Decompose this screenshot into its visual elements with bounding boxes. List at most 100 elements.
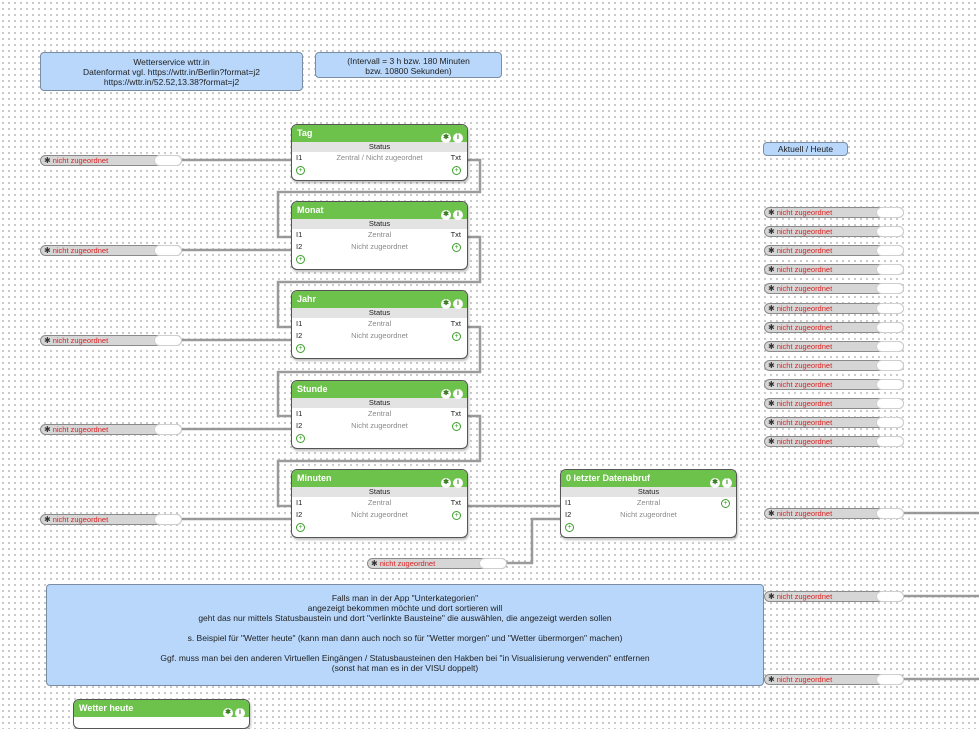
unassigned-input-pill[interactable]: ✱nicht zugeordnet — [367, 558, 507, 569]
gear-icon[interactable]: ✱ — [441, 133, 451, 143]
unassigned-input-pill[interactable]: ✱nicht zugeordnet — [40, 245, 182, 256]
status-row: Status — [292, 308, 467, 318]
plus-circle-icon[interactable]: + — [296, 344, 305, 353]
unassigned-output-pill[interactable]: ✱nicht zugeordnet — [764, 226, 904, 237]
gear-icon[interactable]: ✱ — [441, 210, 451, 220]
pill-toggle[interactable] — [876, 226, 904, 237]
input-row-i1[interactable]: I1 Zentral Txt — [292, 318, 467, 330]
block-letzter-datenabruf[interactable]: 0 letzter Datenabruf ✱i Status I1 Zentra… — [560, 469, 737, 538]
unassigned-output-pill[interactable]: ✱nicht zugeordnet — [764, 398, 904, 409]
plus-circle-icon[interactable]: + — [296, 166, 305, 175]
unassigned-input-pill[interactable]: ✱nicht zugeordnet — [40, 335, 182, 346]
plus-circle-icon[interactable]: + — [452, 243, 461, 252]
input-row-i2[interactable]: I2 Nicht zugeordnet + — [292, 509, 467, 521]
pill-toggle[interactable] — [876, 379, 904, 390]
unassigned-output-pill[interactable]: ✱nicht zugeordnet — [764, 283, 904, 294]
plus-circle-icon[interactable]: + — [452, 332, 461, 341]
input-row-i1[interactable]: I1 Zentral Txt — [292, 229, 467, 241]
gear-icon[interactable]: ✱ — [441, 389, 451, 399]
block-wetter-heute[interactable]: Wetter heute ✱i — [73, 699, 250, 729]
pill-toggle[interactable] — [876, 207, 904, 218]
input-row-i1[interactable]: I1 Zentral Txt — [292, 497, 467, 509]
input-row-i1[interactable]: I1 Zentral / Nicht zugeordnet Txt — [292, 152, 467, 164]
pill-toggle[interactable] — [876, 436, 904, 447]
info-icon[interactable]: i — [722, 478, 732, 488]
pill-toggle[interactable] — [876, 245, 904, 256]
unassigned-output-pill[interactable]: ✱nicht zugeordnet — [764, 264, 904, 275]
info-icon[interactable]: i — [453, 478, 463, 488]
block-tag[interactable]: Tag ✱i Status I1 Zentral / Nicht zugeord… — [291, 124, 468, 181]
input-row-i2[interactable]: I2 Nicht zugeordnet + — [292, 241, 467, 253]
info-icon[interactable]: i — [453, 133, 463, 143]
unassigned-output-pill[interactable]: ✱nicht zugeordnet — [764, 341, 904, 352]
pill-toggle[interactable] — [876, 674, 904, 685]
unassigned-output-pill[interactable]: ✱nicht zugeordnet — [764, 303, 904, 314]
unassigned-output-pill[interactable]: ✱nicht zugeordnet — [764, 508, 904, 519]
plus-circle-icon[interactable]: + — [452, 511, 461, 520]
block-header[interactable]: Jahr ✱i — [292, 291, 467, 309]
pill-toggle[interactable] — [876, 508, 904, 519]
unassigned-text: nicht zugeordnet — [776, 380, 833, 389]
pill-toggle[interactable] — [154, 514, 182, 525]
input-row-i1[interactable]: I1 Zentral + — [561, 497, 736, 509]
plus-circle-icon[interactable]: + — [721, 499, 730, 508]
block-jahr[interactable]: Jahr ✱i Status I1 Zentral Txt I2 Nicht z… — [291, 290, 468, 359]
block-stunde[interactable]: Stunde ✱i Status I1 Zentral Txt I2 Nicht… — [291, 380, 468, 449]
block-header[interactable]: Stunde ✱i — [292, 381, 467, 399]
pill-toggle[interactable] — [876, 283, 904, 294]
info-icon[interactable]: i — [235, 708, 245, 718]
pill-toggle[interactable] — [876, 417, 904, 428]
pill-toggle[interactable] — [154, 335, 182, 346]
unassigned-output-pill[interactable]: ✱nicht zugeordnet — [764, 674, 904, 685]
info-icon[interactable]: i — [453, 389, 463, 399]
block-header[interactable]: Monat ✱i — [292, 202, 467, 220]
pill-toggle[interactable] — [876, 360, 904, 371]
pill-toggle[interactable] — [876, 341, 904, 352]
note-line: geht das nur mittels Statusbaustein und … — [198, 613, 612, 623]
plus-circle-icon[interactable]: + — [452, 166, 461, 175]
gear-icon[interactable]: ✱ — [710, 478, 720, 488]
input-row-i2[interactable]: I2 Nicht zugeordnet — [561, 509, 736, 521]
pill-toggle[interactable] — [876, 591, 904, 602]
unassigned-output-pill[interactable]: ✱nicht zugeordnet — [764, 360, 904, 371]
info-icon[interactable]: i — [453, 299, 463, 309]
info-icon[interactable]: i — [453, 210, 463, 220]
plus-circle-icon[interactable]: + — [565, 523, 574, 532]
pill-toggle[interactable] — [876, 303, 904, 314]
gear-icon[interactable]: ✱ — [223, 708, 233, 718]
pin-label: I1 — [296, 409, 303, 418]
pill-toggle[interactable] — [154, 424, 182, 435]
unassigned-output-pill[interactable]: ✱nicht zugeordnet — [764, 245, 904, 256]
pill-toggle[interactable] — [154, 245, 182, 256]
block-header[interactable]: 0 letzter Datenabruf ✱i — [561, 470, 736, 488]
plus-circle-icon[interactable]: + — [296, 255, 305, 264]
pill-toggle[interactable] — [876, 398, 904, 409]
unassigned-output-pill[interactable]: ✱nicht zugeordnet — [764, 417, 904, 428]
unassigned-output-pill[interactable]: ✱nicht zugeordnet — [764, 436, 904, 447]
gear-icon[interactable]: ✱ — [441, 299, 451, 309]
block-header[interactable]: Tag ✱i — [292, 125, 467, 143]
pill-toggle[interactable] — [479, 558, 507, 569]
plus-circle-icon[interactable]: + — [296, 523, 305, 532]
plus-circle-icon[interactable]: + — [296, 434, 305, 443]
input-row-i2[interactable]: I2 Nicht zugeordnet + — [292, 330, 467, 342]
unassigned-input-pill[interactable]: ✱nicht zugeordnet — [40, 514, 182, 525]
pill-toggle[interactable] — [876, 264, 904, 275]
unassigned-output-pill[interactable]: ✱nicht zugeordnet — [764, 591, 904, 602]
unassigned-input-pill[interactable]: ✱nicht zugeordnet — [40, 424, 182, 435]
unassigned-output-pill[interactable]: ✱nicht zugeordnet — [764, 379, 904, 390]
block-minuten[interactable]: Minuten ✱i Status I1 Zentral Txt I2 Nich… — [291, 469, 468, 538]
plus-circle-icon[interactable]: + — [452, 422, 461, 431]
unassigned-output-pill[interactable]: ✱nicht zugeordnet — [764, 322, 904, 333]
unassigned-output-pill[interactable]: ✱nicht zugeordnet — [764, 207, 904, 218]
pill-toggle[interactable] — [154, 155, 182, 166]
unassigned-input-pill[interactable]: ✱nicht zugeordnet — [40, 155, 182, 166]
input-row-i1[interactable]: I1 Zentral Txt — [292, 408, 467, 420]
block-header[interactable]: Wetter heute ✱i — [74, 700, 249, 718]
gear-icon: ✱ — [44, 336, 51, 345]
block-monat[interactable]: Monat ✱i Status I1 Zentral Txt I2 Nicht … — [291, 201, 468, 270]
gear-icon[interactable]: ✱ — [441, 478, 451, 488]
pill-toggle[interactable] — [876, 322, 904, 333]
input-row-i2[interactable]: I2 Nicht zugeordnet + — [292, 420, 467, 432]
block-header[interactable]: Minuten ✱i — [292, 470, 467, 488]
